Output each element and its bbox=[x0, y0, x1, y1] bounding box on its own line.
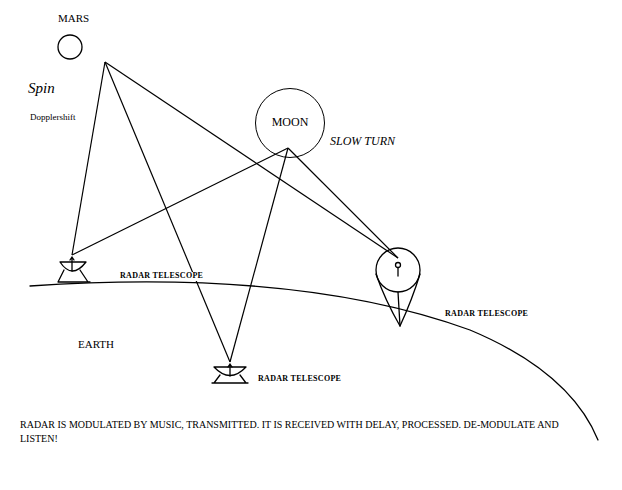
radar-dish-right bbox=[376, 248, 420, 326]
signal-path bbox=[105, 62, 230, 362]
planet-label: MARS bbox=[52, 8, 108, 64]
node-text: MARS bbox=[58, 12, 89, 24]
earth-horizon bbox=[30, 282, 598, 440]
signal-path bbox=[105, 62, 398, 258]
signal-path bbox=[72, 62, 105, 255]
radar-telescope: RADAR TELESCOPE bbox=[378, 246, 533, 324]
node-text: RADAR TELESCOPE bbox=[120, 272, 203, 281]
radar-telescope: RADAR TELESCOPE bbox=[55, 255, 208, 286]
earth-label: EARTH bbox=[74, 332, 119, 354]
handwritten-note: Dopplershift bbox=[30, 112, 76, 122]
signal-path bbox=[230, 148, 288, 362]
node-text: EARTH bbox=[78, 338, 114, 350]
handwritten-note: Spin bbox=[28, 80, 55, 97]
mars-circle bbox=[58, 35, 82, 59]
node-text: MOON bbox=[272, 116, 309, 129]
node-text: RADAR TELESCOPE bbox=[445, 310, 528, 319]
radar-dish-left bbox=[58, 257, 90, 282]
handwritten-note: SLOW TURN bbox=[330, 134, 395, 149]
signal-path bbox=[72, 148, 288, 255]
node-text: RADAR TELESCOPE bbox=[258, 375, 341, 384]
moon-circle: MOON bbox=[255, 88, 325, 158]
radar-telescope: RADAR TELESCOPE bbox=[212, 362, 346, 389]
radar-dish-bottom bbox=[212, 364, 248, 383]
caption: RADAR IS MODULATED BY MUSIC, TRANSMITTED… bbox=[20, 418, 580, 445]
signal-path bbox=[288, 148, 398, 258]
